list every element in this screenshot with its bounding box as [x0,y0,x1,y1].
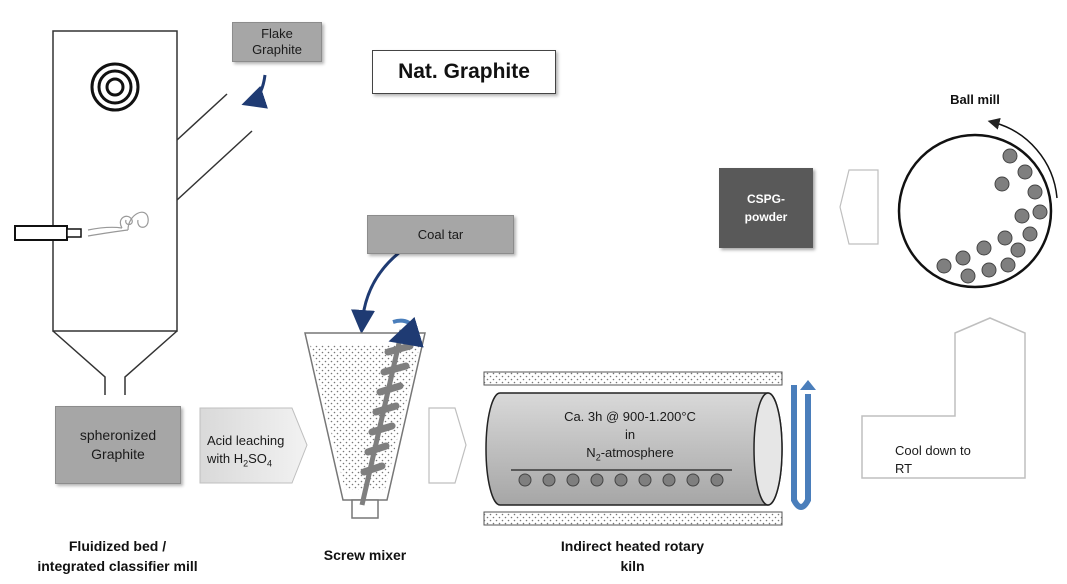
spheronized-line1: spheronized [79,427,157,443]
screw-mixer-text: Screw mixer [323,547,407,563]
acid-leaching-so: SO [248,451,267,466]
kiln-line3-sub: 2 [595,452,601,463]
acid-leaching-label: Acid leaching with H2SO4 [207,432,303,473]
cspg-powder-box: CSPG- powder [719,168,813,248]
spheronized-line2: Graphite [91,446,145,462]
mill-label: Fluidized bed / integrated classifier mi… [15,536,220,576]
ball-mill [897,117,1058,289]
step-chevron-2 [428,407,467,484]
kiln-conditions: Ca. 3h @ 900-1.200°C in N2-atmosphere [520,408,740,467]
cool-down-line2: RT [895,461,913,476]
mill-label-line2: integrated classifier mill [37,558,198,574]
screw-mixer [304,316,426,519]
kiln-line3-n: N [586,445,596,460]
cspg-line1: CSPG- [746,192,785,206]
acid-leaching-sub2: 4 [266,458,272,469]
flake-graphite-line1: Flake [261,26,293,41]
title-box: Nat. Graphite [372,50,556,94]
acid-leaching-line2: with H2SO4 [207,450,303,473]
acid-leaching-with: with H [207,451,244,466]
cool-down-label: Cool down to RT [895,442,1015,478]
coal-tar-box: Coal tar [367,215,514,254]
fluidized-bed-mill [14,30,253,395]
kiln-line3-suffix: -atmosphere [600,445,674,460]
cspg-line2: powder [744,210,788,224]
rotary-kiln [483,371,816,526]
step-chevron-3 [839,169,879,245]
acid-leaching-sub: 2 [243,458,249,469]
kiln-label-line2: kiln [620,558,645,574]
mill-label-line1: Fluidized bed / [68,538,167,554]
kiln-line1: Ca. 3h @ 900-1.200°C [564,409,696,424]
acid-leaching-line1: Acid leaching [207,433,285,448]
acid-leaching-chevron [199,407,308,484]
ball-mill-text: Ball mill [950,92,1000,107]
screw-mixer-label: Screw mixer [300,545,430,565]
spheronized-graphite-box: spheronized Graphite [55,406,181,484]
cool-down-line1: Cool down to [895,443,971,458]
page-title: Nat. Graphite [398,60,530,83]
flake-graphite-line2: Graphite [252,42,302,57]
coal-tar-label: Coal tar [417,226,464,242]
flake-feed-arrow [241,74,269,109]
cool-down-shape [861,317,1026,479]
kiln-line3: N2-atmosphere [520,444,740,467]
kiln-label-line1: Indirect heated rotary [560,538,705,554]
flake-graphite-box: Flake Graphite [232,22,322,62]
ball-mill-label: Ball mill [925,90,1025,110]
kiln-label: Indirect heated rotary kiln [520,536,745,576]
kiln-line2: in [624,427,636,442]
coal-tar-arrow [351,250,401,334]
